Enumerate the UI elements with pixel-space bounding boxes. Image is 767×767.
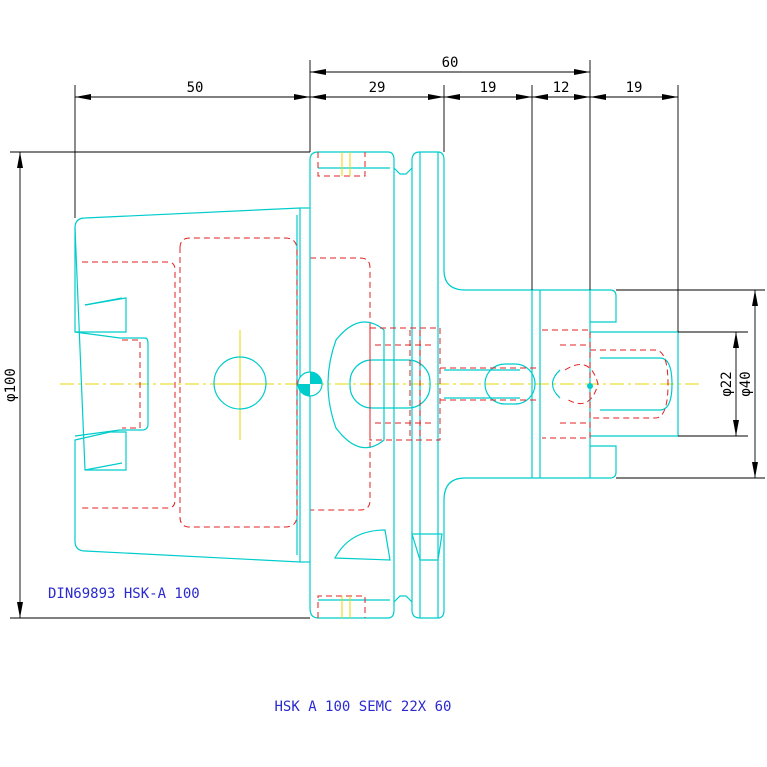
flange-yellow-marks [341,152,351,618]
shank-outline [531,289,679,479]
part-name-label: HSK A 100 SEMC 22X 60 [274,699,451,715]
hsk-taper-hidden [82,237,371,528]
flange-outline [309,151,532,619]
dimension-dia-22: φ22 [678,331,748,437]
dimension-12-label: 12 [553,80,570,96]
dimension-dia-100: φ100 [3,151,310,619]
centerlines [60,330,700,440]
standard-label: DIN69893 HSK-A 100 [48,586,200,602]
dimension-dia-100-label: φ100 [3,368,19,402]
hsk-taper-outline [74,207,310,563]
tip-marker [587,383,593,389]
dimension-dia-22-label: φ22 [719,371,735,396]
dimension-dia-40: φ40 [616,289,765,479]
flange-hidden [317,152,441,618]
dimension-50-label: 50 [187,80,204,96]
dimension-19-projection-label: 19 [626,80,643,96]
dimension-dia-40-label: φ40 [738,371,754,396]
neck-outline [444,363,536,405]
taper-center-hole [213,356,267,410]
dimension-60: 60 [309,55,591,290]
dimension-60-label: 60 [442,55,459,71]
dimension-29-label: 29 [369,80,386,96]
dimension-19-neck-label: 19 [480,80,497,96]
dimension-chain: 50 29 19 12 19 [74,80,679,332]
datum-symbol [297,371,323,397]
